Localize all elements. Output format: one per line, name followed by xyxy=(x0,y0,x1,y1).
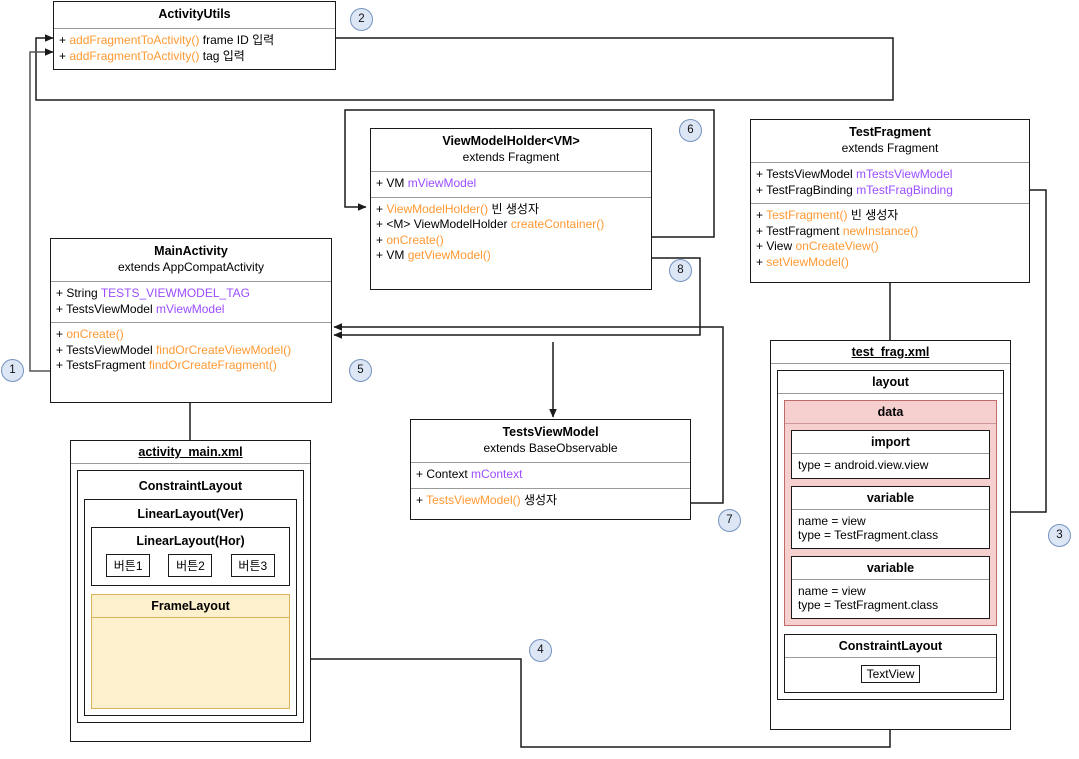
linear-layout-vertical-node[interactable]: LinearLayout(Ver) LinearLayout(Hor) 버튼1 … xyxy=(84,499,297,716)
methods-section: + TestFragment() 빈 생성자 + TestFragment ne… xyxy=(751,204,1029,275)
node-label: LinearLayout(Ver) xyxy=(137,507,244,521)
step-marker-6[interactable]: 6 xyxy=(679,119,702,142)
class-header: ActivityUtils xyxy=(54,2,335,29)
button-3[interactable]: 버튼3 xyxy=(230,554,275,577)
step-marker-1[interactable]: 1 xyxy=(1,359,24,382)
field-row: + Context mContext xyxy=(416,467,523,481)
methods-section: + ViewModelHolder() 빈 생성자 + <M> ViewMode… xyxy=(371,198,651,269)
node-label: import xyxy=(792,431,989,454)
class-extends: extends Fragment xyxy=(462,150,560,164)
field-row: + String TESTS_VIEWMODEL_TAG xyxy=(56,286,250,300)
node-label: variable xyxy=(792,557,989,580)
class-name: TestsViewModel xyxy=(502,425,599,439)
step-marker-5[interactable]: 5 xyxy=(349,359,372,382)
method-row: + TestFragment newInstance() xyxy=(756,223,919,238)
class-header: TestsViewModel extends BaseObservable xyxy=(411,420,690,463)
variable-line: type = TestFragment.class xyxy=(798,598,939,612)
variable-node[interactable]: variable name = view type = TestFragment… xyxy=(791,485,990,549)
variable-node[interactable]: variable name = view type = TestFragment… xyxy=(791,555,990,619)
method-row: + TestFragment() 빈 생성자 xyxy=(756,208,899,222)
method-row: + TestsViewModel findOrCreateViewModel() xyxy=(56,342,292,357)
frame-layout-node[interactable]: FrameLayout xyxy=(91,594,290,709)
import-line: type = android.view.view xyxy=(798,458,929,472)
methods-section: + addFragmentToActivity() frame ID 입력 + … xyxy=(54,29,335,69)
layout-activity-main-xml[interactable]: activity_main.xml ConstraintLayout Linea… xyxy=(70,440,311,742)
constraint-layout-node[interactable]: ConstraintLayout TextView xyxy=(784,633,997,693)
button-1[interactable]: 버튼1 xyxy=(106,554,151,577)
method-row: + ViewModelHolder() 빈 생성자 xyxy=(376,201,540,216)
method-row: + VM getViewModel() xyxy=(376,248,491,262)
class-name: MainActivity xyxy=(154,244,228,258)
method-row: + setViewModel() xyxy=(756,254,849,269)
variable-line: name = view xyxy=(798,513,866,528)
class-name: ViewModelHolder<VM> xyxy=(442,134,580,148)
fields-section: + String TESTS_VIEWMODEL_TAG + TestsView… xyxy=(51,282,331,323)
methods-section: + TestsViewModel() 생성자 xyxy=(411,489,690,514)
constraint-layout-node[interactable]: ConstraintLayout LinearLayout(Ver) Linea… xyxy=(77,470,304,723)
step-marker-4[interactable]: 4 xyxy=(529,639,552,662)
field-row: + VM mViewModel xyxy=(376,176,477,190)
class-name: TestFragment xyxy=(849,125,931,139)
fields-section: + Context mContext xyxy=(411,463,690,489)
class-view-model-holder[interactable]: ViewModelHolder<VM> extends Fragment + V… xyxy=(370,128,652,290)
step-marker-8[interactable]: 8 xyxy=(669,259,692,282)
class-extends: extends BaseObservable xyxy=(483,441,618,455)
method-row: + View onCreateView() xyxy=(756,239,879,253)
field-row: + TestFragBinding mTestFragBinding xyxy=(756,182,953,197)
class-main-activity[interactable]: MainActivity extends AppCompatActivity +… xyxy=(50,238,332,403)
variable-line: type = TestFragment.class xyxy=(798,528,939,542)
button-2[interactable]: 버튼2 xyxy=(168,554,213,577)
field-row: + TestsViewModel mViewModel xyxy=(56,301,225,316)
method-row: + addFragmentToActivity() frame ID 입력 xyxy=(59,33,275,47)
node-label: ConstraintLayout xyxy=(138,479,243,493)
text-view-node[interactable]: TextView xyxy=(860,664,921,683)
linear-layout-horizontal-node[interactable]: LinearLayout(Hor) 버튼1 버튼2 버튼3 xyxy=(91,527,290,586)
layout-test-frag-xml[interactable]: test_frag.xml layout data import type = … xyxy=(770,340,1011,730)
variable-body: name = view type = TestFragment.class xyxy=(792,510,989,548)
class-header: ViewModelHolder<VM> extends Fragment xyxy=(371,129,651,172)
node-label: layout xyxy=(778,371,1003,394)
layout-file-name: test_frag.xml xyxy=(771,341,1010,364)
node-label: data xyxy=(785,401,996,424)
method-row: + TestsFragment findOrCreateFragment() xyxy=(56,358,277,372)
class-extends: extends Fragment xyxy=(841,141,939,155)
layout-file-name: activity_main.xml xyxy=(71,441,310,464)
method-row: + <M> ViewModelHolder createContainer() xyxy=(376,217,605,231)
variable-line: name = view xyxy=(798,583,866,598)
field-row: + TestsViewModel mTestsViewModel xyxy=(756,167,953,181)
method-row: + onCreate() xyxy=(56,327,124,341)
import-node[interactable]: import type = android.view.view xyxy=(791,430,990,479)
layout-node[interactable]: layout data import type = android.view.v… xyxy=(777,370,1004,700)
method-row: + TestsViewModel() 생성자 xyxy=(416,492,558,507)
class-tests-view-model[interactable]: TestsViewModel extends BaseObservable + … xyxy=(410,419,691,520)
method-row: + onCreate() xyxy=(376,232,444,247)
class-header: MainActivity extends AppCompatActivity xyxy=(51,239,331,282)
import-body: type = android.view.view xyxy=(792,454,989,478)
fields-section: + TestsViewModel mTestsViewModel + TestF… xyxy=(751,163,1029,204)
step-marker-2[interactable]: 2 xyxy=(350,8,373,31)
constraint-layout-body: TextView xyxy=(785,658,996,693)
class-header: TestFragment extends Fragment xyxy=(751,120,1029,163)
data-node[interactable]: data import type = android.view.view var… xyxy=(784,400,997,626)
method-row: + addFragmentToActivity() tag 입력 xyxy=(59,48,245,63)
step-marker-7[interactable]: 7 xyxy=(718,509,741,532)
class-extends: extends AppCompatActivity xyxy=(117,260,265,274)
variable-body: name = view type = TestFragment.class xyxy=(792,580,989,618)
node-label: LinearLayout(Hor) xyxy=(136,534,245,548)
methods-section: + onCreate() + TestsViewModel findOrCrea… xyxy=(51,323,331,379)
class-activity-utils[interactable]: ActivityUtils + addFragmentToActivity() … xyxy=(53,1,336,70)
class-name: ActivityUtils xyxy=(158,7,231,21)
step-marker-3[interactable]: 3 xyxy=(1048,524,1071,547)
node-label: variable xyxy=(792,487,989,510)
fields-section: + VM mViewModel xyxy=(371,172,651,198)
node-label: ConstraintLayout xyxy=(785,635,996,658)
class-test-fragment[interactable]: TestFragment extends Fragment + TestsVie… xyxy=(750,119,1030,283)
node-label: FrameLayout xyxy=(92,595,289,618)
